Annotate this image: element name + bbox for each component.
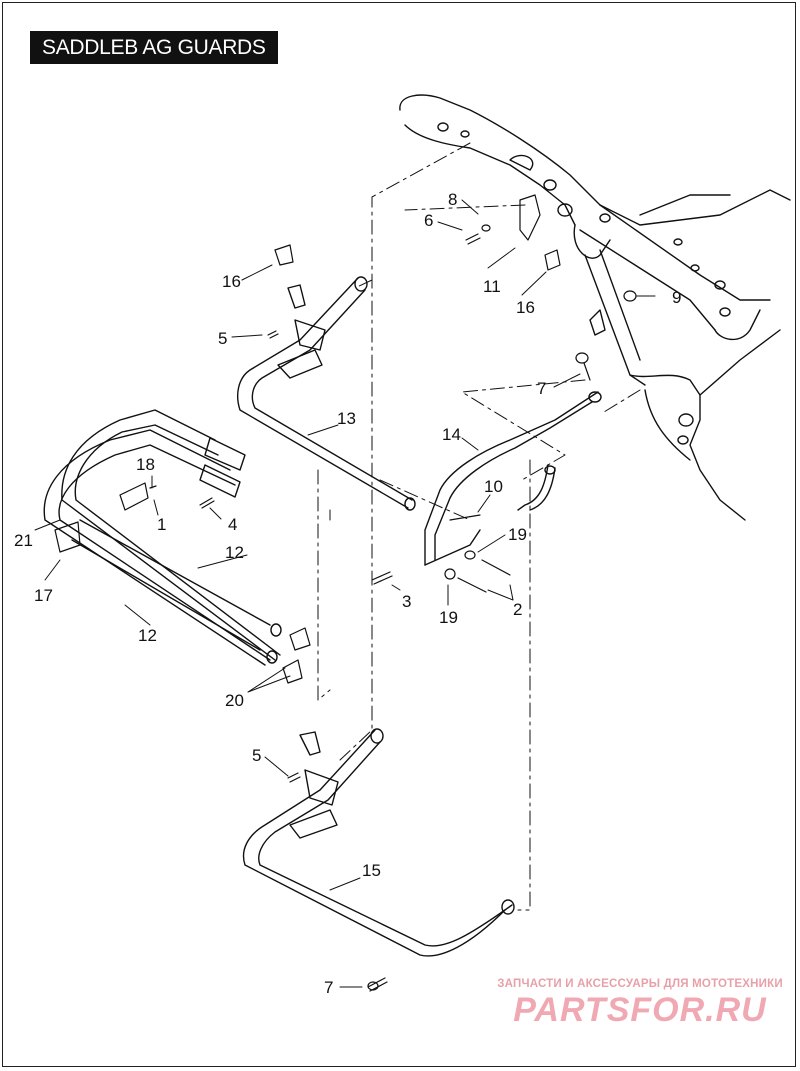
motorcycle-frame xyxy=(399,94,791,521)
callout-19a: 19 xyxy=(508,525,527,544)
callout-21: 21 xyxy=(14,531,33,550)
watermark-logo: PARTSFOR.RU xyxy=(513,991,767,1029)
callout-5b: 5 xyxy=(252,746,261,765)
callout-7b: 7 xyxy=(324,978,333,997)
guard-15 xyxy=(242,728,515,957)
callout-14: 14 xyxy=(442,425,461,444)
guard-13 xyxy=(237,276,416,511)
callout-3: 3 xyxy=(402,592,411,611)
callout-7a: 7 xyxy=(537,379,546,398)
callout-9: 9 xyxy=(672,288,681,307)
callout-4: 4 xyxy=(228,515,237,534)
callout-5a: 5 xyxy=(218,329,227,348)
callout-20: 20 xyxy=(225,691,244,710)
guard-14 xyxy=(424,391,602,566)
callout-2: 2 xyxy=(513,600,522,619)
page-title: SADDLEB AG GUARDS xyxy=(30,31,278,64)
callout-18: 18 xyxy=(136,455,155,474)
callout-16a: 16 xyxy=(222,272,241,291)
callout-8: 8 xyxy=(448,190,457,209)
callout-6: 6 xyxy=(424,211,433,230)
callout-16b: 16 xyxy=(516,298,535,317)
callout-17: 17 xyxy=(34,586,53,605)
callout-12a: 12 xyxy=(225,543,244,562)
guard-12 xyxy=(43,409,282,666)
watermark-tagline: ЗАПЧАСТИ И АКСЕССУАРЫ ДЛЯ МОТОТЕХНИКИ xyxy=(497,978,783,990)
leader-lines xyxy=(34,199,656,988)
callout-11: 11 xyxy=(483,277,501,296)
callout-19b: 19 xyxy=(439,608,458,627)
alignment-lines xyxy=(317,142,641,911)
callout-labels: 8 6 11 16 9 16 5 13 7 14 10 18 1 4 21 12… xyxy=(14,190,681,997)
callout-15: 15 xyxy=(362,861,381,880)
callout-1: 1 xyxy=(157,515,166,534)
callout-10: 10 xyxy=(484,477,503,496)
hardware xyxy=(54,194,637,992)
callout-13: 13 xyxy=(337,409,356,428)
callout-12b: 12 xyxy=(138,626,157,645)
